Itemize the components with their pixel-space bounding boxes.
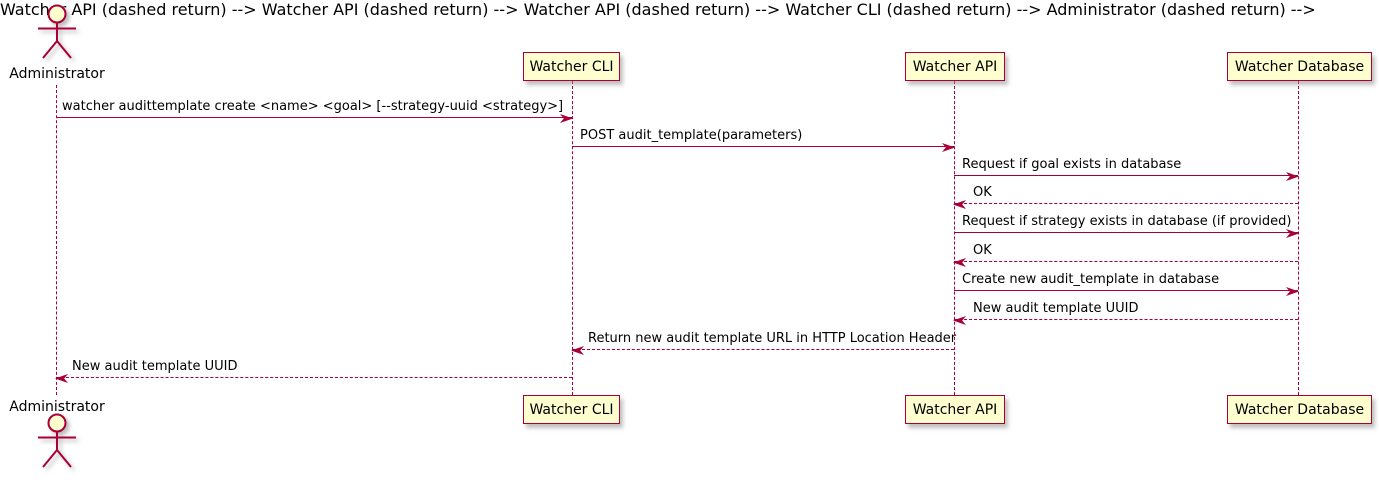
- message-request-goal-exists: Request if goal exists in database: [954, 156, 1299, 181]
- message-label: Request if goal exists in database: [962, 157, 1182, 172]
- participant-watcher-database-bottom: Watcher Database: [1227, 395, 1372, 424]
- arrowhead-right-icon: [1286, 172, 1299, 181]
- lifeline-watcher-database: [1298, 81, 1299, 395]
- message-return-url-location-header: Return new audit template URL in HTTP Lo…: [571, 330, 957, 355]
- message-label: OK: [973, 185, 992, 200]
- participant-watcher-cli-bottom: Watcher CLI: [523, 395, 620, 424]
- message-post-audit-template: POST audit_template(parameters): [572, 127, 955, 152]
- participant-label: Watcher CLI: [529, 401, 614, 418]
- message-goal-ok: OK: [953, 184, 1298, 209]
- arrow-line: [954, 232, 1298, 233]
- actor-label-top: Administrator: [9, 66, 105, 82]
- message-request-strategy-exists: Request if strategy exists in database (…: [954, 213, 1299, 238]
- message-new-uuid-to-admin: New audit template UUID: [55, 358, 572, 383]
- message-label: Create new audit_template in database: [962, 272, 1220, 287]
- message-label: OK: [973, 243, 992, 258]
- participant-label: Watcher Database: [1234, 401, 1365, 418]
- lifeline-watcher-api: [954, 81, 955, 395]
- arrow-line: [954, 203, 1298, 204]
- actor-icon: [38, 4, 76, 59]
- arrow-line: [954, 290, 1298, 291]
- participant-label: Watcher API: [912, 401, 998, 418]
- arrowhead-right-icon: [942, 143, 955, 152]
- arrowhead-right-icon: [1286, 229, 1299, 238]
- arrow-line: [56, 117, 572, 118]
- participant-watcher-database-top: Watcher Database: [1227, 52, 1372, 81]
- message-label: POST audit_template(parameters): [580, 128, 803, 143]
- participant-label: Watcher API: [912, 58, 998, 75]
- actor-label-bottom: Administrator: [9, 399, 105, 415]
- arrowhead-left-icon: [953, 200, 966, 209]
- participant-label: Watcher CLI: [529, 58, 614, 75]
- message-create-audittemplate: watcher audittemplate create <name> <goa…: [56, 98, 573, 123]
- arrowhead-right-icon: [560, 114, 573, 123]
- participant-watcher-cli-top: Watcher CLI: [523, 52, 620, 81]
- message-label: New audit template UUID: [72, 359, 238, 374]
- arrowhead-left-icon: [953, 316, 966, 325]
- arrow-line: [954, 261, 1298, 262]
- lifeline-administrator: [56, 85, 57, 395]
- lifeline-watcher-cli: [572, 81, 573, 395]
- message-strategy-ok: OK: [953, 242, 1298, 267]
- message-label: New audit template UUID: [973, 301, 1139, 316]
- arrow-line: [954, 175, 1298, 176]
- message-create-audit-template-db: Create new audit_template in database: [954, 271, 1299, 296]
- arrow-line: [572, 146, 954, 147]
- arrow-line: [56, 377, 572, 378]
- message-label: Return new audit template URL in HTTP Lo…: [588, 331, 957, 346]
- actor-icon: [38, 413, 76, 468]
- arrow-line: [954, 319, 1298, 320]
- participant-watcher-api-bottom: Watcher API: [905, 395, 1005, 424]
- arrowhead-left-icon: [953, 258, 966, 267]
- participant-label: Watcher Database: [1234, 58, 1365, 75]
- message-new-uuid-from-db: New audit template UUID: [953, 300, 1298, 325]
- arrowhead-left-icon: [571, 346, 584, 355]
- arrowhead-right-icon: [1286, 287, 1299, 296]
- message-label: Request if strategy exists in database (…: [962, 214, 1292, 229]
- arrow-line: [572, 349, 954, 350]
- message-label: watcher audittemplate create <name> <goa…: [62, 99, 564, 114]
- arrowhead-left-icon: [55, 374, 68, 383]
- participant-watcher-api-top: Watcher API: [905, 52, 1005, 81]
